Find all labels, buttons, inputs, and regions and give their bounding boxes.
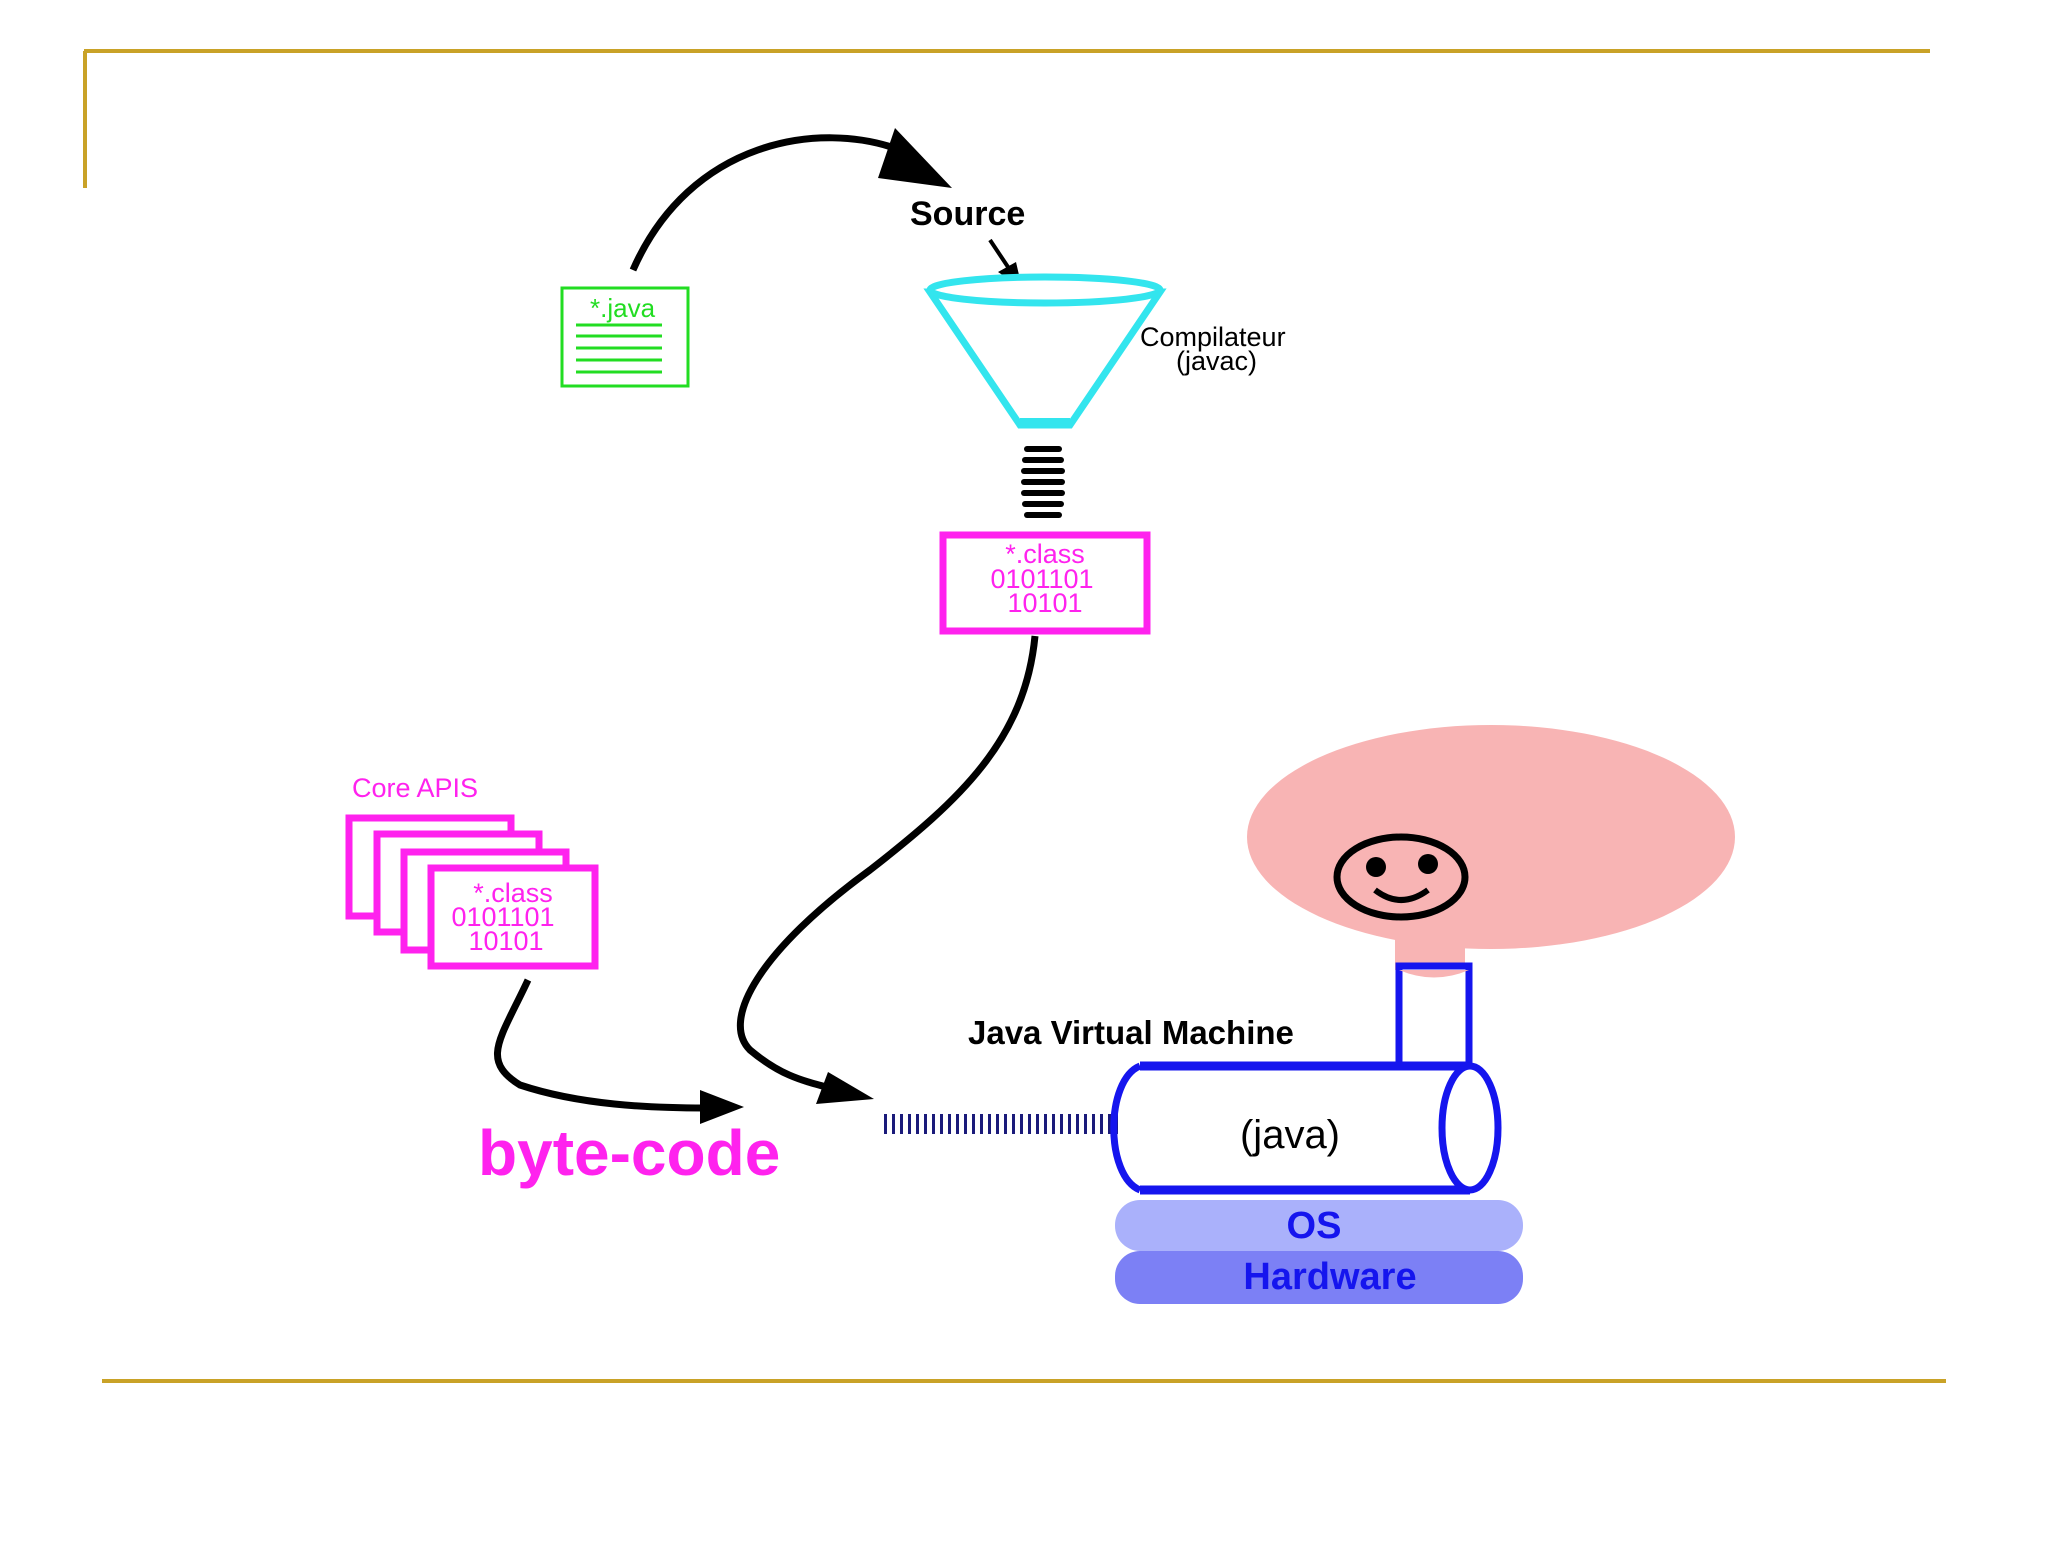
class-file-icon: *.class 0101101 10101	[939, 531, 1151, 635]
class-file-line1: *.class	[1005, 539, 1085, 569]
source-label: Source	[910, 195, 1025, 233]
core-class-line2: 0101101	[451, 902, 554, 932]
jvm-label: Java Virtual Machine	[968, 1014, 1294, 1051]
core-apis-stack: *.class 0101101 10101	[345, 814, 599, 970]
running-program-blob	[1247, 725, 1735, 949]
java-file-icon: *.java	[560, 286, 690, 388]
class-file-line3: 10101	[1007, 588, 1082, 618]
byte-code-label: byte-code	[478, 1117, 780, 1189]
java-command-label: (java)	[1240, 1113, 1340, 1157]
os-layer: OS	[1115, 1200, 1523, 1251]
hardware-label: Hardware	[1243, 1256, 1416, 1298]
compiler-funnel	[923, 273, 1167, 429]
smiley-face-icon	[1333, 833, 1469, 921]
java-file-label: *.java	[590, 293, 656, 323]
compiler-label-line1: Compilateur	[1140, 322, 1286, 352]
hardware-layer: Hardware	[1115, 1251, 1523, 1304]
slide-frame	[83, 49, 1946, 1383]
arrow-java-to-source	[629, 128, 952, 272]
jvm-chimney	[1395, 962, 1473, 1076]
core-apis-label: Core APIS	[352, 773, 478, 803]
core-class-line1: *.class	[473, 878, 553, 908]
jvm-cylinder: (java)	[1110, 1061, 1502, 1195]
arrow-core-to-bytecode	[494, 978, 744, 1124]
arrow-class-to-jvm	[736, 635, 1039, 1104]
core-class-line3: 10101	[468, 926, 543, 956]
compiler-output-stripes	[1021, 446, 1065, 518]
class-file-line2: 0101101	[990, 564, 1093, 594]
compiler-label-line2: (javac)	[1176, 346, 1257, 376]
os-label: OS	[1287, 1205, 1342, 1247]
